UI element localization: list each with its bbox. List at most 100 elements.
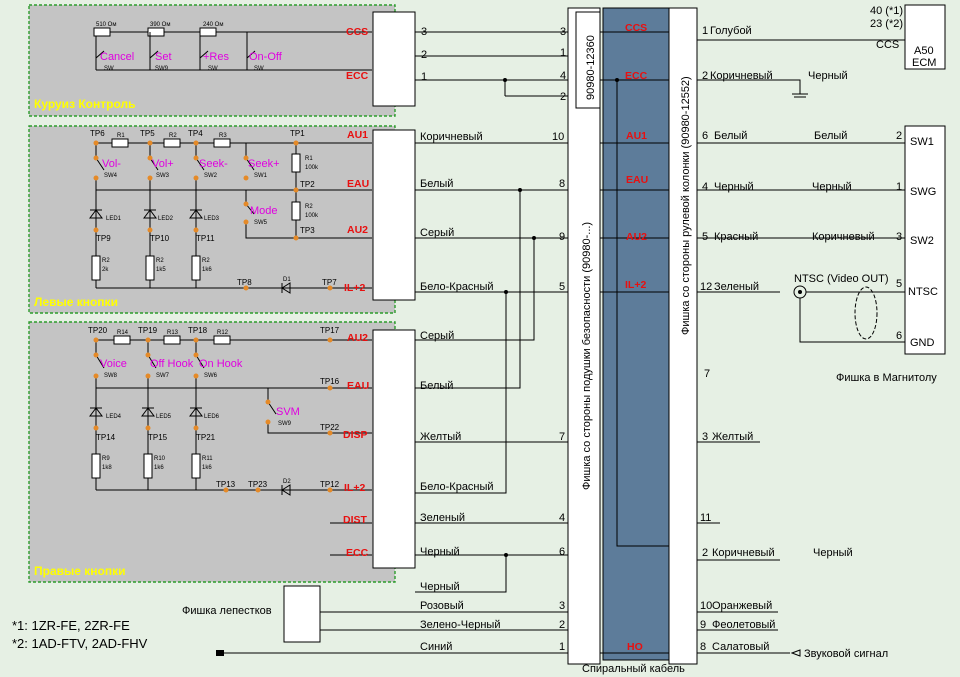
cruise-panel-title: Куруиз Контроль <box>34 97 136 111</box>
left-rside-2-value: 100k <box>305 213 319 219</box>
switch-onoff-label: On-Off <box>249 51 283 63</box>
wire-blue-pin: 1 <box>559 641 565 653</box>
spiral-cable-label: Спиральный кабель <box>582 663 685 675</box>
spiral-wires <box>600 31 669 654</box>
wire-pink-label: Розовый <box>420 600 464 612</box>
radio-signal-gnd: GND <box>910 337 935 349</box>
cruise-resistor-3: 240 Ом <box>203 22 223 28</box>
rw-color-red: Красный <box>714 231 758 243</box>
rw-pin-2b: 2 <box>702 547 708 559</box>
radio-signal-swg: SWG <box>910 186 936 198</box>
column-side-connector <box>668 7 698 665</box>
conn-a-pin-1: 1 <box>560 47 566 59</box>
led2-label: LED2 <box>158 216 174 222</box>
tp23: TP23 <box>248 480 268 489</box>
wire-gray2-label: Серый <box>420 330 454 342</box>
switch-cancel-sw: SW <box>104 66 114 72</box>
tp9: TP9 <box>96 234 111 243</box>
tp14: TP14 <box>96 433 116 442</box>
mid-pin-2: 2 <box>421 49 427 61</box>
switch-cancel-label: Cancel <box>100 51 134 63</box>
right-rlow-1-name: R9 <box>102 456 110 462</box>
tp19: TP19 <box>138 326 158 335</box>
wire-blue-label: Синий <box>420 641 452 653</box>
rw-color-white: Белый <box>714 130 747 142</box>
left-rlow-2-name: R2 <box>156 258 164 264</box>
rw-pin-4: 4 <box>702 181 708 193</box>
rw-color-orange: Оранжевый <box>712 600 772 612</box>
rw-pin-6: 6 <box>702 130 708 142</box>
ecm-ground-color: Черный <box>808 70 848 82</box>
right-signal-disp: DISP <box>343 429 368 441</box>
spiral-signal-au1: AU1 <box>626 130 647 142</box>
switch-res-label: +Res <box>203 51 229 63</box>
tp5: TP5 <box>140 129 155 138</box>
tp17: TP17 <box>320 326 340 335</box>
spiral-signal-au2: AU2 <box>626 231 647 243</box>
left-rlow-2-value: 1k5 <box>156 267 166 273</box>
rw-color-green: Зеленый <box>714 281 759 293</box>
switch-mode-label: Mode <box>250 205 278 217</box>
wire-whitered-pin: 5 <box>559 281 565 293</box>
wire-white-pin: 8 <box>559 178 565 190</box>
left-signal-au2: AU2 <box>347 224 368 236</box>
wire-black-label: Черный <box>420 546 460 558</box>
right-rlow-3-name: R11 <box>202 456 213 462</box>
radio-wires <box>793 285 905 343</box>
switch-offhook-sw: SW7 <box>156 373 170 379</box>
tp3: TP3 <box>300 226 315 235</box>
radio-pin-3: 3 <box>896 231 902 243</box>
led3-label: LED3 <box>204 216 220 222</box>
wire-white2-label: Белый <box>420 380 453 392</box>
radio-signal-ntsc: NTSC <box>908 286 938 298</box>
switch-onhook-sw: SW6 <box>204 373 218 379</box>
spiral-signal-eau: EAU <box>626 174 648 186</box>
mid-pin-1: 1 <box>421 71 427 83</box>
switch-set-label: Set <box>155 51 172 63</box>
connector-a-part: 90980-12360 <box>585 35 597 100</box>
spiral-cable <box>602 7 670 661</box>
wire-yellow-label: Желтый <box>420 431 461 443</box>
switch-vol-plus-sw: SW3 <box>156 173 170 179</box>
left-connector <box>372 129 416 301</box>
right-signal-il2: IL+2 <box>344 482 365 494</box>
middle-wires <box>222 31 568 654</box>
mid-pin-3: 3 <box>421 26 427 38</box>
spiral-signal-ecc: ECC <box>625 70 648 82</box>
rw-color-lightgreen: Салатовый <box>712 641 769 653</box>
right-testpoints <box>93 337 333 493</box>
switch-svm-sw: SW9 <box>278 421 292 427</box>
right-r12: R12 <box>217 330 229 336</box>
led1-label: LED1 <box>106 216 122 222</box>
led6-label: LED6 <box>204 414 220 420</box>
right-leds <box>89 407 203 417</box>
tp4: TP4 <box>188 129 203 138</box>
wire-brown-pin: 10 <box>552 131 564 143</box>
left-rside-1-value: 100k <box>305 165 319 171</box>
radio-pin-6: 6 <box>896 330 902 342</box>
cruise-signal-ecc: ECC <box>346 70 369 82</box>
rw-pin-7: 7 <box>704 368 710 380</box>
cruise-signal-ccs: CCS <box>346 26 368 38</box>
wire-yellow-pin: 7 <box>559 431 565 443</box>
rw-pin-1: 1 <box>702 25 708 37</box>
left-rlow-3-name: R2 <box>202 258 210 264</box>
radio-connector <box>904 125 946 355</box>
left-signal-au1: AU1 <box>347 129 368 141</box>
tp1: TP1 <box>290 129 305 138</box>
radio-signal-sw2: SW2 <box>910 235 934 247</box>
radio-pin-1: 1 <box>896 181 902 193</box>
petals-connector <box>283 585 321 643</box>
radio-caption: Фишка в Магнитолу <box>836 372 937 384</box>
left-rside-2-name: R2 <box>305 204 313 210</box>
switch-voice-label: Voice <box>100 358 127 370</box>
wire-black2-label: Черный <box>420 581 460 593</box>
radio-wire-white: Белый <box>814 130 847 142</box>
switch-seek-plus-sw: SW1 <box>254 173 268 179</box>
tp11: TP11 <box>196 234 215 243</box>
right-signal-eau: EAU <box>347 380 369 392</box>
radio-signal-sw1: SW1 <box>910 136 934 148</box>
blue-wire-terminal <box>216 650 224 656</box>
left-signal-eau: EAU <box>347 178 369 190</box>
column-side-label: Фишка со стороны рулевой колонки (90980-… <box>680 76 692 335</box>
